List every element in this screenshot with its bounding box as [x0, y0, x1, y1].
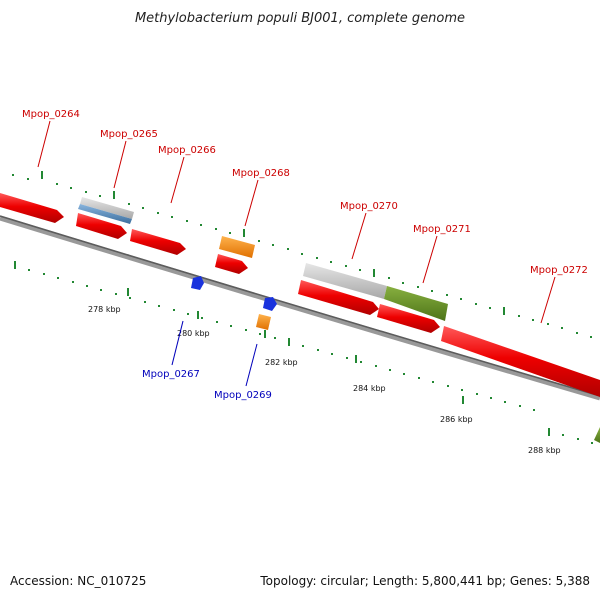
gene-block[interactable] [80, 197, 134, 219]
gene-block[interactable] [76, 213, 127, 239]
genome-summary: Topology: circular; Length: 5,800,441 bp… [259, 574, 590, 588]
gene-labels: Mpop_0264 Mpop_0265 Mpop_0266 Mpop_0267 … [22, 109, 588, 401]
gene-block[interactable] [256, 314, 271, 330]
upper-tick-track [12, 171, 592, 338]
gene-block[interactable] [130, 229, 186, 255]
scale-label: 286 kbp [440, 415, 473, 424]
gene-block[interactable] [594, 427, 600, 443]
gene-block[interactable] [303, 263, 387, 299]
gene-block[interactable] [384, 286, 448, 321]
accession-label: Accession: NC_010725 [10, 574, 146, 588]
gene-block[interactable] [0, 193, 64, 223]
gene-block[interactable] [191, 276, 204, 290]
gene-label[interactable]: Mpop_0271 [413, 224, 471, 235]
gene-block[interactable] [78, 204, 132, 224]
gene-label[interactable]: Mpop_0264 [22, 109, 80, 120]
gene-label[interactable]: Mpop_0265 [100, 129, 158, 140]
gene-block[interactable] [298, 280, 379, 315]
gene-label[interactable]: Mpop_0270 [340, 201, 398, 212]
gene-block[interactable] [219, 236, 255, 258]
scale-label: 282 kbp [265, 358, 298, 367]
lower-tick-track [14, 261, 593, 444]
gene-label[interactable]: Mpop_0268 [232, 168, 290, 179]
callout-lines [37, 120, 556, 387]
map-title: Methylobacterium populi BJ001, complete … [135, 11, 465, 26]
scale-label: 284 kbp [353, 384, 386, 393]
reverse-genes [191, 276, 277, 330]
gene-block[interactable] [377, 304, 440, 333]
gene-block[interactable] [441, 326, 600, 397]
gene-label[interactable]: Mpop_0266 [158, 145, 216, 156]
genome-backbone [0, 215, 600, 401]
scale-label: 278 kbp [88, 305, 121, 314]
gene-label[interactable]: Mpop_0272 [530, 265, 588, 276]
scale-label: 280 kbp [177, 329, 210, 338]
forward-genes [0, 193, 600, 443]
gene-label[interactable]: Mpop_0269 [214, 390, 272, 401]
scale-label: 288 kbp [528, 446, 561, 455]
gene-label[interactable]: Mpop_0267 [142, 369, 200, 380]
gene-block[interactable] [215, 254, 248, 274]
gene-block[interactable] [263, 297, 277, 311]
